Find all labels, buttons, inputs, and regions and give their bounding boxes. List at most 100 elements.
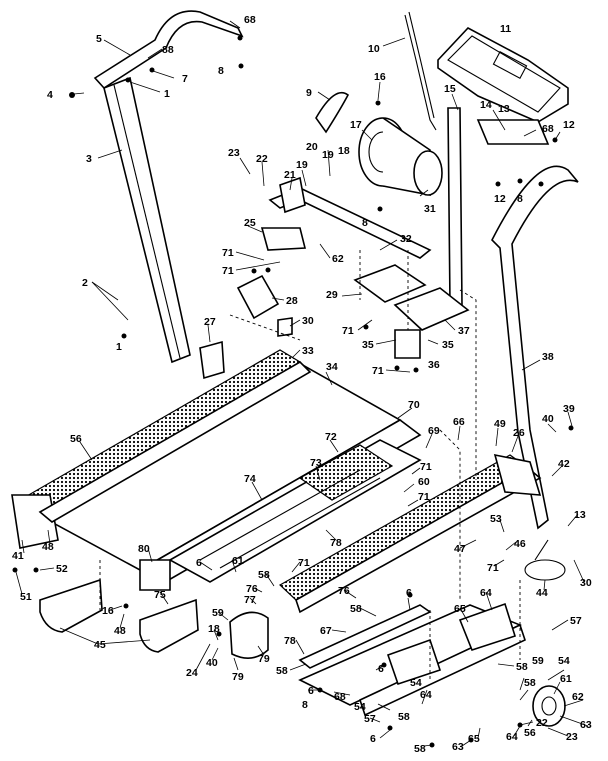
callout-1: 1 [116, 341, 122, 353]
callout-28: 28 [286, 295, 298, 307]
callout-18: 18 [208, 623, 220, 635]
callout-8: 8 [218, 65, 224, 77]
callout-6: 6 [308, 685, 314, 697]
callout-61: 61 [560, 673, 572, 685]
callout-64: 64 [420, 689, 432, 701]
callout-19: 19 [322, 149, 334, 161]
callout-11: 11 [500, 23, 511, 35]
callout-65: 65 [454, 603, 466, 615]
callout-9: 9 [306, 87, 312, 99]
callout-38: 38 [542, 351, 554, 363]
callout-40: 40 [542, 413, 554, 425]
callout-26: 26 [513, 427, 525, 439]
callout-8: 8 [302, 699, 308, 711]
alignment-lines [99, 250, 521, 680]
callout-36: 36 [428, 359, 440, 371]
callout-71: 71 [487, 562, 499, 574]
callout-62: 62 [572, 691, 584, 703]
callout-34: 34 [326, 361, 338, 373]
callout-5: 5 [96, 33, 102, 45]
callout-88: 88 [162, 44, 174, 56]
callout-25: 25 [244, 217, 256, 229]
callout-48: 48 [114, 625, 126, 637]
callout-42: 42 [558, 458, 570, 470]
callout-16: 16 [374, 71, 386, 83]
callout-67: 67 [320, 625, 332, 637]
callout-6: 6 [196, 557, 202, 569]
callout-68: 68 [244, 14, 256, 26]
callout-76: 76 [338, 585, 350, 597]
callout-80: 80 [138, 543, 150, 555]
callout-49: 49 [494, 418, 506, 430]
callout-58: 58 [524, 677, 536, 689]
callout-39: 39 [563, 403, 575, 415]
right-upright [447, 107, 579, 530]
callout-22: 22 [536, 717, 548, 729]
console-assembly [437, 27, 569, 145]
callout-6: 6 [406, 587, 412, 599]
callout-68: 68 [542, 123, 554, 135]
callout-78: 78 [284, 635, 296, 647]
callout-66: 66 [453, 416, 465, 428]
callout-8: 8 [517, 193, 523, 205]
callout-57: 57 [570, 615, 582, 627]
callout-3: 3 [86, 153, 92, 165]
callout-58: 58 [276, 665, 288, 677]
callout-22: 22 [256, 153, 268, 165]
callout-20: 20 [306, 141, 318, 153]
callout-58: 58 [258, 569, 270, 581]
brackets-27-28-50 [199, 274, 293, 380]
callout-53: 53 [490, 513, 502, 525]
callout-71: 71 [298, 557, 310, 569]
callout-58: 58 [350, 603, 362, 615]
callout-63: 63 [452, 741, 464, 753]
callout-30: 30 [302, 315, 314, 327]
callout-79: 79 [232, 671, 244, 683]
callout-70: 70 [408, 399, 420, 411]
callout-74: 74 [244, 473, 256, 485]
power-cord [524, 539, 566, 581]
callout-46: 46 [514, 538, 526, 550]
callout-13: 13 [498, 103, 510, 115]
callout-72: 72 [325, 431, 337, 443]
callout-6: 6 [370, 733, 376, 745]
callout-63: 63 [580, 719, 592, 731]
callout-51: 51 [20, 591, 32, 603]
callout-54: 54 [354, 701, 366, 713]
lower-frame [168, 439, 422, 583]
hardware-screws [12, 35, 574, 748]
callout-23: 23 [228, 147, 240, 159]
callout-7: 7 [182, 73, 188, 85]
callout-71: 71 [418, 491, 430, 503]
callout-56: 56 [524, 727, 536, 739]
callout-59: 59 [532, 655, 544, 667]
callout-71: 71 [420, 461, 432, 473]
callout-54: 54 [558, 655, 570, 667]
callout-31: 31 [424, 203, 436, 215]
callout-15: 15 [444, 83, 456, 95]
callout-58: 58 [516, 661, 528, 673]
rear-roller-bracket [229, 611, 269, 659]
callout-76: 76 [246, 583, 258, 595]
callout-54: 54 [410, 677, 422, 689]
callout-47: 47 [454, 543, 466, 555]
leader-lines [15, 20, 589, 747]
motor-mount-bracket [260, 176, 432, 259]
callout-17: 17 [350, 119, 362, 131]
callout-14: 14 [480, 99, 492, 111]
callout-18: 18 [338, 145, 350, 157]
callout-62: 62 [332, 253, 344, 265]
callout-71: 71 [372, 365, 384, 377]
callout-45: 45 [94, 639, 106, 651]
callout-1: 1 [164, 88, 170, 100]
callout-73: 73 [310, 457, 322, 469]
strap-10 [404, 11, 437, 131]
walking-deck-frame [11, 349, 542, 614]
callout-6: 6 [378, 663, 384, 675]
callout-75: 75 [154, 589, 166, 601]
callout-30: 30 [580, 577, 592, 589]
callout-71: 71 [222, 247, 234, 259]
callout-44: 44 [536, 587, 548, 599]
callout-23: 23 [566, 731, 578, 743]
callout-59: 59 [212, 607, 224, 619]
